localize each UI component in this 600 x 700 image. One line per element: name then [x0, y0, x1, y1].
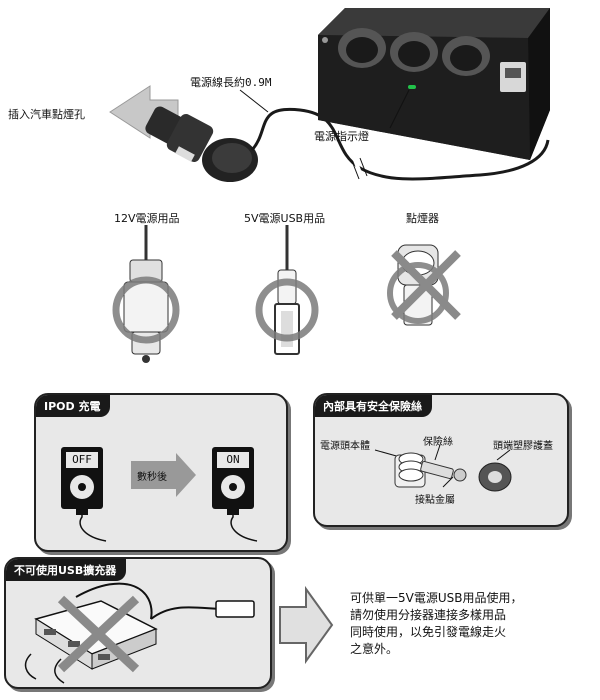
fuse-label: 保險絲 [423, 437, 453, 448]
contact-label: 接點金屬 [415, 495, 455, 506]
compatibility-diagram [112, 225, 461, 363]
off-screen: OFF [66, 452, 98, 468]
note-line-2: 請勿使用分接器連接多樣用品 [350, 608, 507, 622]
ipod-on-icon: ON [212, 447, 254, 509]
note-line-4: 之意外。 [350, 642, 399, 656]
usb-5v-icon [255, 225, 319, 355]
lighter-icon [387, 244, 461, 326]
indicator-light [408, 85, 416, 89]
insert-label: 插入汽車點煙孔 [8, 108, 85, 121]
note-line-1: 可供單一5V電源USB用品使用， [350, 591, 523, 605]
indicator-label: 電源指示燈 [314, 130, 369, 143]
big-arrow-icon [279, 585, 334, 665]
usb-hub-diagram [24, 582, 255, 684]
note-line-3: 同時使用，以免引發電線走火 [350, 625, 507, 639]
usb-hub-title: 不可使用USB擴充器 [6, 559, 127, 581]
cable-length-label: 電源線長約0.9M [190, 76, 272, 89]
body-label: 電源頭本體 [320, 441, 370, 452]
ipod-panel: IPOD 充電 OFF 數秒後 ON [34, 393, 288, 552]
splitter-body [318, 8, 550, 160]
delay-label: 數秒後 [137, 472, 167, 483]
product-diagram [109, 8, 550, 182]
label-5v: 5V電源USB用品 [244, 212, 326, 225]
car-plug [145, 106, 258, 182]
ipod-cables [76, 507, 258, 542]
label-12v: 12V電源用品 [114, 212, 180, 225]
fuse-diagram [374, 444, 512, 492]
usb-hub-panel: 不可使用USB擴充器 [4, 557, 272, 689]
cap-label: 頭端塑膠護蓋 [493, 441, 553, 452]
fuse-panel: 內部具有安全保險絲 電源頭本體 保險絲 頭端塑膠護蓋 接點金屬 [313, 393, 569, 527]
label-lighter: 點煙器 [406, 212, 439, 225]
fuse-title: 內部具有安全保險絲 [315, 395, 432, 417]
delay-arrow [131, 461, 176, 489]
ipod-off-icon: OFF [61, 447, 103, 509]
on-screen: ON [217, 452, 249, 468]
plug-12v-icon [112, 225, 180, 363]
usage-note: 可供單一5V電源USB用品使用， 請勿使用分接器連接多樣用品 同時使用，以免引發… [350, 590, 590, 658]
ipod-title: IPOD 充電 [36, 395, 111, 417]
